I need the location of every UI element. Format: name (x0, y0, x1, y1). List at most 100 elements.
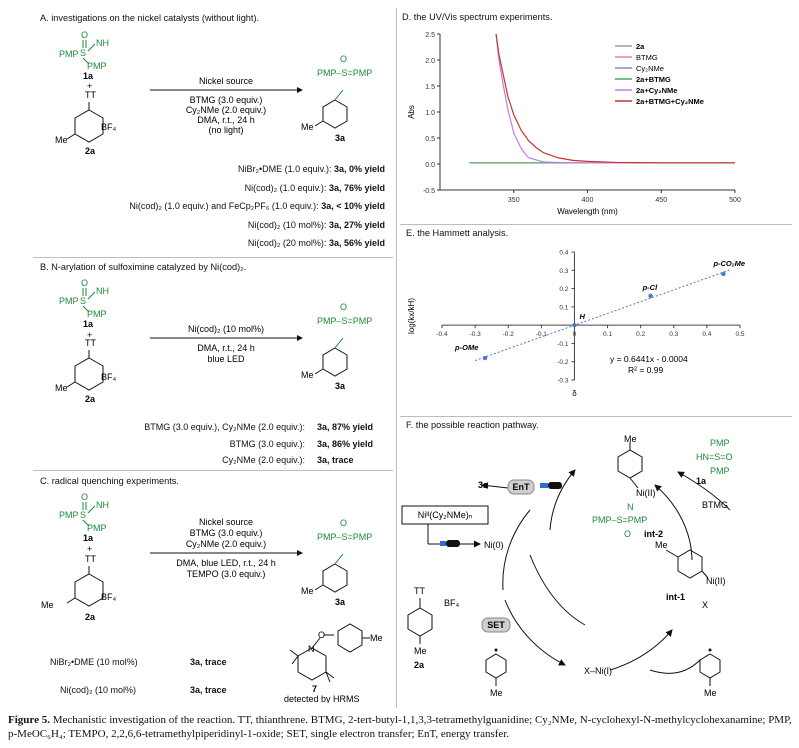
svg-text:Niᴵᴵ(Cy₂NMe)ₙ: Niᴵᴵ(Cy₂NMe)ₙ (418, 510, 473, 520)
fit-equation: y = 0.6441x - 0.0004 (610, 354, 688, 364)
y-tick-label: -0.3 (557, 378, 569, 385)
ni0: Ni(0) (484, 540, 504, 550)
cond-b-1: DMA, r.t., 24 h (197, 343, 255, 353)
plus-sign: + (87, 81, 92, 91)
hrms-note: detected by HRMS (284, 694, 360, 703)
cond-c-4: TEMPO (3.0 equiv.) (187, 569, 266, 579)
point-label: p-OMe (454, 343, 478, 352)
series-line (495, 33, 735, 164)
s-atom: S (80, 48, 86, 58)
cond-b-0: Ni(cod)₂ (10 mol%) (188, 324, 264, 334)
int1-label: int-1 (666, 592, 685, 602)
y-tick-label: -0.2 (557, 359, 569, 366)
panel-c-title: C. radical quenching experiments. (40, 476, 179, 486)
x-axis-label: δ (572, 389, 577, 398)
aryl-ring-3a (314, 89, 348, 129)
y-tick-label: 0.3 (559, 268, 568, 275)
svg-text:PMP: PMP (59, 296, 79, 306)
legend-label: 2a+Cy₂NMe (636, 86, 677, 95)
methyl: Me (55, 135, 68, 145)
svg-text:Me: Me (301, 586, 314, 596)
panel-f-title: F. the possible reaction pathway. (406, 420, 539, 430)
aryl-radical-right (699, 653, 721, 686)
svg-text:S: S (80, 296, 86, 306)
result-row: BTMG (3.0 equiv.), Cy₂NMe (2.0 equiv.):3… (144, 422, 374, 432)
svg-text:O: O (340, 302, 347, 312)
svg-text:BF₄: BF₄ (444, 598, 460, 608)
c-row-1-left: Ni(cod)₂ (10 mol%) (60, 685, 137, 695)
ni2-int2: Ni(II) (636, 488, 656, 498)
svg-text:Me: Me (624, 434, 637, 444)
result-row: Ni(cod)₂ (1.0 equiv.) and FeCp₂PF₆ (1.0 … (129, 201, 385, 211)
svg-text:3a: 3a (335, 381, 346, 391)
panel-c-scheme: O S NH PMP PMP 1a + TT BF₄ Me 2a Nickel … (41, 492, 372, 622)
c-row-1-right: 3a, trace (190, 685, 227, 695)
svg-text:PMP: PMP (710, 466, 730, 476)
x-tick-label: 0.4 (702, 331, 711, 338)
caption-text: Mechanistic investigation of the reactio… (8, 714, 792, 740)
label-1a: 1a (83, 71, 94, 81)
panel-b-title: B. N-arylation of sulfoximine catalyzed … (40, 262, 247, 272)
legend-label: BTMG (636, 53, 658, 62)
x-tick-label: 0.5 (735, 331, 744, 338)
panel-b-results: BTMG (3.0 equiv.), Cy₂NMe (2.0 equiv.):3… (60, 419, 390, 469)
svg-text:N: N (627, 502, 634, 512)
y-axis-label: Abs (407, 105, 416, 119)
svg-text:TT: TT (85, 338, 96, 348)
y-tick-label: 0.2 (559, 286, 568, 293)
ni2-int1: Ni(II) (706, 576, 726, 586)
c-row-0-left: NiBr₂•DME (10 mol%) (50, 657, 138, 667)
result-row: Cy₂NMe (2.0 equiv.):3a, trace (222, 455, 354, 465)
label-2a: 2a (85, 146, 96, 156)
cond-c-1: BTMG (3.0 equiv.) (190, 528, 263, 538)
ent-badge (507, 479, 535, 495)
svg-text:2a: 2a (85, 612, 96, 622)
figure-caption: Figure 5. Mechanistic investigation of t… (8, 713, 792, 741)
svg-text:O: O (340, 518, 347, 528)
data-point (721, 271, 726, 277)
divider-vertical (396, 8, 397, 708)
led-icon (548, 482, 562, 489)
x-tick-label: 500 (729, 197, 741, 204)
result-row: Ni(cod)₂ (20 mol%): 3a, 56% yield (247, 238, 385, 248)
svg-text:PMP: PMP (59, 510, 79, 520)
svg-text:EnT: EnT (513, 482, 531, 492)
product-o: O (340, 54, 347, 64)
svg-text:BF₄: BF₄ (101, 372, 117, 382)
data-point (572, 322, 577, 328)
svg-text:TT: TT (85, 554, 96, 564)
y-tick-label: 1.5 (425, 84, 435, 91)
aryl-int1 (665, 549, 709, 579)
svg-text:PMP: PMP (87, 523, 107, 533)
y-tick-label: 0.4 (559, 250, 568, 257)
x-tick-label: 450 (655, 197, 667, 204)
x-tick-label: -0.4 (436, 331, 448, 338)
panel-a-results: NiBr₂•DME (1.0 equiv.): 3a, 0% yield Ni(… (40, 160, 385, 253)
divider-e-f (400, 416, 792, 417)
svg-text:X: X (702, 600, 708, 610)
methyl-3a: Me (301, 122, 314, 132)
cond-a-2: Cy₂NMe (2.0 equiv.) (186, 105, 266, 115)
divider-a-b (33, 257, 393, 258)
aryl-radical-left (485, 653, 507, 686)
svg-text:TT: TT (414, 586, 425, 596)
y-tick-label: 0.1 (559, 304, 568, 311)
pmp-right: PMP (87, 61, 107, 71)
svg-text:PMP: PMP (710, 438, 730, 448)
svg-text:3a: 3a (478, 480, 489, 490)
x-tick-label: 0 (573, 331, 577, 338)
series-line (495, 33, 735, 164)
svg-text:Me: Me (301, 370, 314, 380)
cond-b-2: blue LED (207, 354, 245, 364)
aryl-2a (407, 598, 433, 644)
svg-text:NH: NH (96, 500, 109, 510)
ni-precursor-box (401, 505, 489, 525)
panel-b-scheme: O S NH PMP PMP 1a + TT BF₄ Me 2a Ni(cod)… (55, 278, 372, 404)
svg-text:1a: 1a (83, 319, 94, 329)
legend-label: Cy₂NMe (636, 64, 664, 73)
x-tick-label: -0.3 (470, 331, 482, 338)
panel-a-scheme: O S NH PMP PMP 1a + TT BF₄ Me 2a Nickel … (55, 30, 372, 156)
svg-text:Me: Me (704, 688, 717, 698)
svg-text:Me: Me (370, 633, 383, 643)
